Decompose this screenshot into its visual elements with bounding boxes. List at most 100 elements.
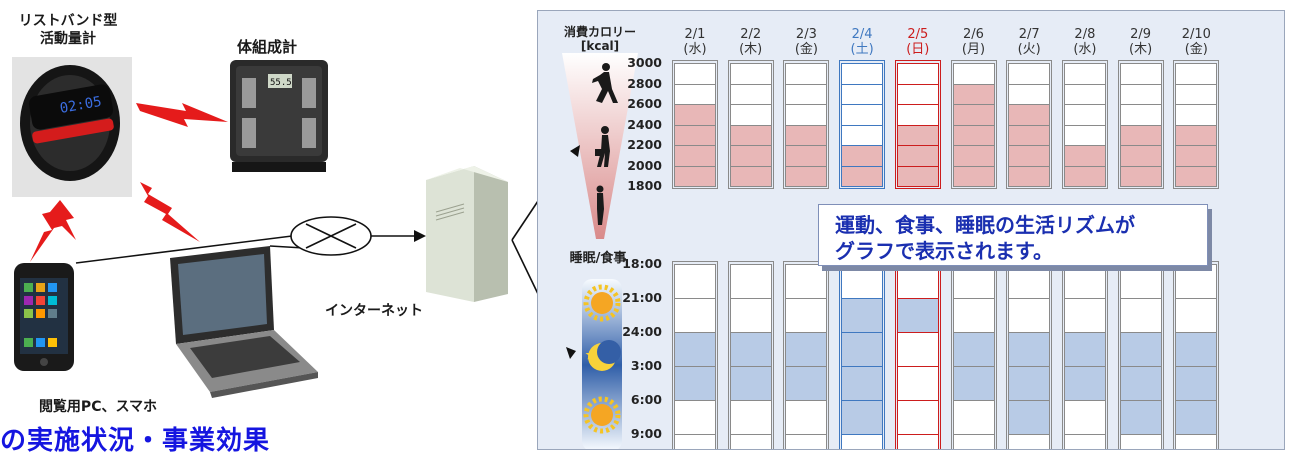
sleep-bar: [672, 261, 718, 449]
wristband-device: 02:05: [12, 57, 132, 197]
internet-router-icon: [290, 216, 372, 256]
sleep-cell: [896, 400, 939, 435]
calorie-bar: [950, 60, 997, 189]
calorie-cell: [841, 165, 884, 187]
activity-cone: [562, 53, 638, 449]
wireless-bolt-scale: [136, 103, 228, 127]
calorie-bar: [1006, 60, 1053, 189]
day-date: 2/8: [1074, 27, 1096, 42]
day-date: 2/9: [1130, 27, 1152, 42]
sun-icon: [583, 396, 621, 434]
calorie-bar: [1061, 60, 1108, 189]
sun-icon: [583, 284, 621, 322]
wireless-bolt-pc: [140, 182, 200, 242]
sleep-cell: [1063, 400, 1106, 435]
y-tick-label: 1800: [627, 178, 662, 193]
day-date: 2/3: [795, 27, 817, 42]
y-tick-label: 2200: [627, 137, 662, 152]
sleep-cell: [1175, 366, 1218, 401]
day-of-week: (日): [906, 42, 930, 57]
y-tick-label: 2800: [627, 75, 662, 91]
calorie-cell: [1008, 165, 1051, 187]
y-tick-label: 18:00: [622, 256, 662, 271]
sleep-cell: [1063, 332, 1106, 367]
sleep-cell: [1119, 400, 1162, 435]
day-date: 2/6: [963, 27, 984, 42]
day-of-week: (水): [1073, 42, 1097, 57]
day-header: 2/5(日): [889, 27, 947, 57]
server-icon: [426, 166, 508, 302]
walker-icon: [595, 126, 610, 167]
day-date: 2/2: [740, 27, 762, 42]
calorie-bar: [1173, 60, 1220, 189]
sleep-cell: [785, 400, 828, 435]
y-tick-label: 2600: [627, 96, 662, 111]
sleep-bar: [894, 261, 941, 449]
y-tick-label: 3:00: [630, 358, 662, 373]
sleep-cell: [674, 366, 716, 401]
day-of-week: (木): [739, 42, 763, 57]
wristband-display: 02:05: [59, 94, 103, 117]
calorie-bar: [727, 60, 774, 189]
body-composition-scale: 55.5: [230, 60, 328, 172]
y-tick-label: 6:00: [630, 392, 662, 407]
smartphone: [14, 263, 74, 371]
sleep-cell: [952, 298, 995, 333]
calorie-title: 消費カロリー [kcal]: [563, 25, 636, 53]
sleep-bar: [1117, 261, 1164, 449]
calorie-cell: [1175, 165, 1218, 187]
standing-icon: [596, 185, 604, 225]
laptop: [170, 246, 318, 398]
day-of-week: (水): [683, 42, 707, 57]
sleep-cell: [674, 264, 716, 299]
calorie-cell: [1063, 165, 1106, 187]
sleep-cell: [729, 400, 772, 435]
day-of-week: (月): [961, 42, 986, 57]
wireless-bolt-phone: [30, 200, 76, 262]
callout-box: 運動、食事、睡眠の生活リズムが グラフで表示されます。: [818, 204, 1208, 266]
y-tick-label: 2000: [627, 157, 662, 173]
cone-arrows: [566, 145, 580, 359]
sleep-cell: [1008, 298, 1051, 333]
y-tick-label: 24:00: [622, 324, 662, 339]
day-header: 2/8(水): [1056, 27, 1114, 57]
day-date: 2/1: [684, 27, 706, 42]
y-tick-label: 9:00: [630, 426, 662, 441]
day-date: 2/7: [1018, 27, 1040, 42]
wristband-label: リストバンド型 活動量計: [18, 13, 118, 47]
day-of-week: (金): [794, 42, 818, 57]
calorie-cell: [674, 165, 716, 187]
day-header: 2/9(木): [1112, 27, 1170, 57]
sleep-cell: [1063, 298, 1106, 333]
calorie-cell: [785, 165, 828, 187]
sleep-cell: [1008, 332, 1051, 367]
calorie-bar: [894, 60, 941, 189]
sleep-bar: [1006, 261, 1053, 449]
sleep-cell: [785, 366, 828, 401]
day-header: 2/2(木): [722, 27, 780, 57]
sleep-bar: [839, 261, 886, 449]
y-tick-label: 2400: [627, 116, 662, 132]
rhythm-chart-panel: 消費カロリー [kcal] 睡眠/食事: [537, 10, 1285, 450]
sleep-cell: [952, 366, 995, 401]
y-tick-label: 21:00: [622, 290, 662, 305]
scale-display: 55.5: [270, 78, 292, 88]
day-header: 2/4(土): [833, 27, 891, 57]
sleep-cell: [785, 264, 828, 299]
sleep-bar: [1061, 261, 1108, 449]
internet-label: インターネット: [325, 303, 423, 319]
day-header: 2/10(金): [1167, 27, 1225, 57]
calorie-bar: [672, 60, 718, 189]
day-header: 2/3(金): [777, 27, 835, 57]
calorie-bar: [839, 60, 886, 189]
viewer-label: 閲覧用PC、スマホ: [38, 399, 158, 415]
calorie-cell: [729, 165, 772, 187]
calorie-cell: [896, 165, 939, 187]
day-of-week: (木): [1129, 42, 1153, 57]
day-date: 2/5: [907, 27, 929, 42]
sleep-bar: [783, 261, 830, 449]
sleep-cell: [729, 366, 772, 401]
sleep-cell: [896, 332, 939, 367]
day-of-week: (土): [850, 42, 874, 57]
sleep-bar: [1173, 261, 1220, 449]
